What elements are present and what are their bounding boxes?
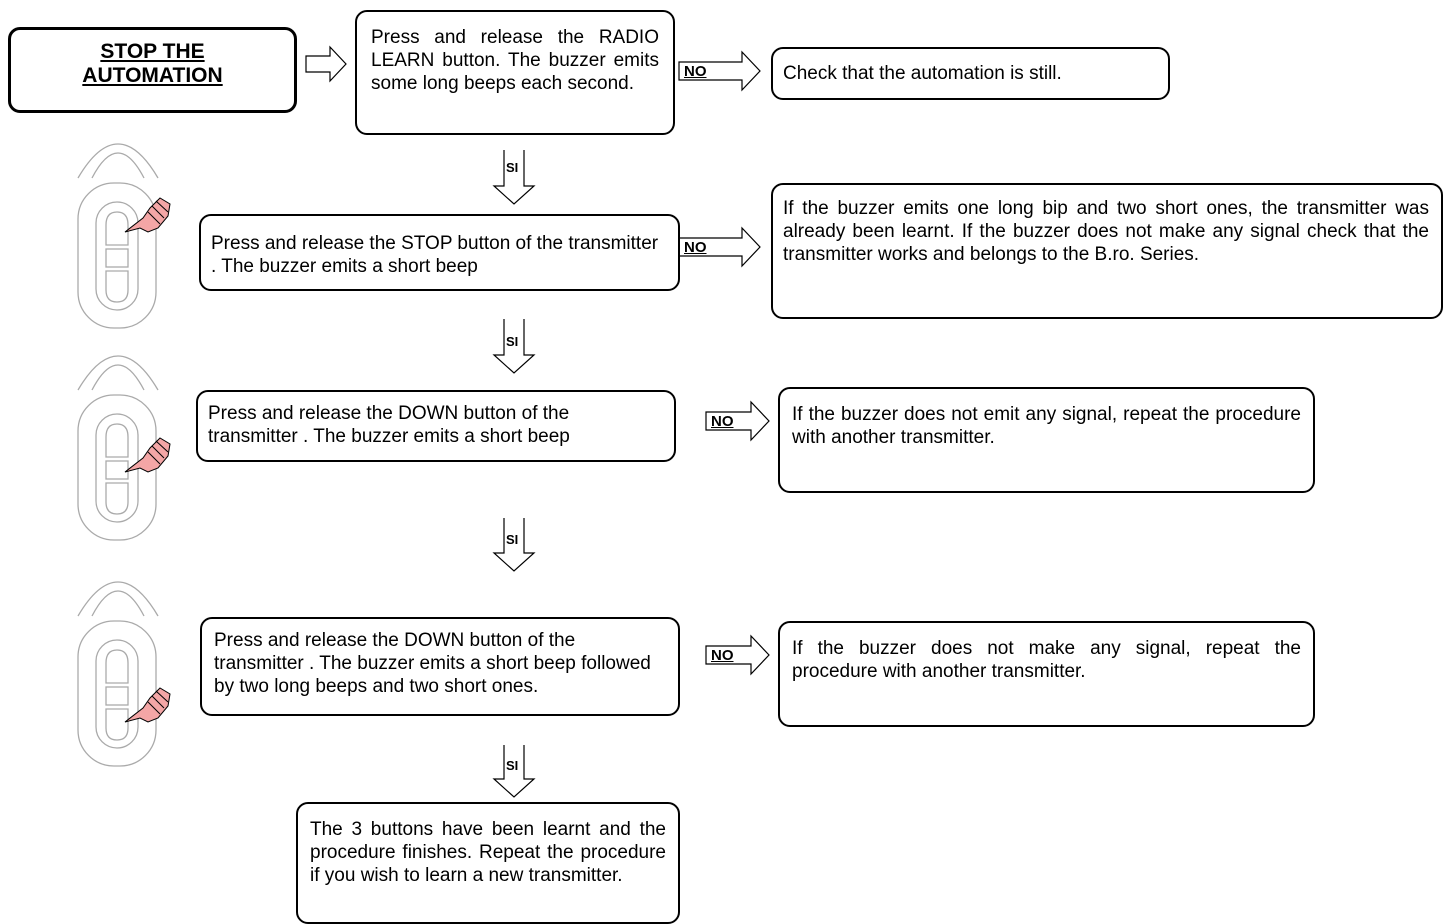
si-label-3: SI (506, 532, 519, 547)
no-arrow-3 (705, 400, 770, 442)
start-title-line2: AUTOMATION (82, 64, 223, 87)
si-arrow-3 (492, 518, 536, 572)
check-box-2: If the buzzer emits one long bip and two… (771, 183, 1443, 319)
si-label-1: SI (506, 160, 519, 175)
remote-icon-3 (77, 581, 159, 767)
check-box-1: Check that the automation is still. (771, 47, 1170, 100)
check-box-4: If the buzzer does not make any signal, … (778, 621, 1315, 727)
right-arrow-icon (305, 45, 347, 83)
no-label-3: NO (711, 413, 734, 430)
no-arrow-2 (678, 226, 761, 268)
si-arrow-2 (492, 319, 536, 374)
si-arrow-4 (492, 745, 536, 798)
no-label-1: NO (684, 63, 707, 80)
step-box-2: Press and release the STOP button of the… (199, 214, 680, 291)
start-title-line1: STOP THE (100, 40, 205, 63)
step-box-1: Press and release the RADIO LEARN button… (355, 10, 675, 135)
no-label-4: NO (711, 647, 734, 664)
no-arrow-1 (678, 50, 761, 92)
remote-icon-1 (77, 143, 159, 329)
si-label-2: SI (506, 334, 519, 349)
hand-pointer-icon-1 (124, 197, 171, 233)
remote-icon-2 (77, 355, 159, 541)
check-box-3: If the buzzer does not emit any signal, … (778, 387, 1315, 493)
no-label-2: NO (684, 239, 707, 256)
si-arrow-1 (492, 150, 536, 205)
final-box: The 3 buttons have been learnt and the p… (296, 802, 680, 924)
step-box-4: Press and release the DOWN button of the… (200, 617, 680, 716)
si-label-4: SI (506, 758, 519, 773)
hand-pointer-icon-3 (124, 687, 171, 723)
hand-pointer-icon-2 (124, 437, 171, 473)
no-arrow-4 (705, 634, 770, 676)
step-box-3: Press and release the DOWN button of the… (196, 390, 676, 462)
start-box (8, 27, 297, 113)
